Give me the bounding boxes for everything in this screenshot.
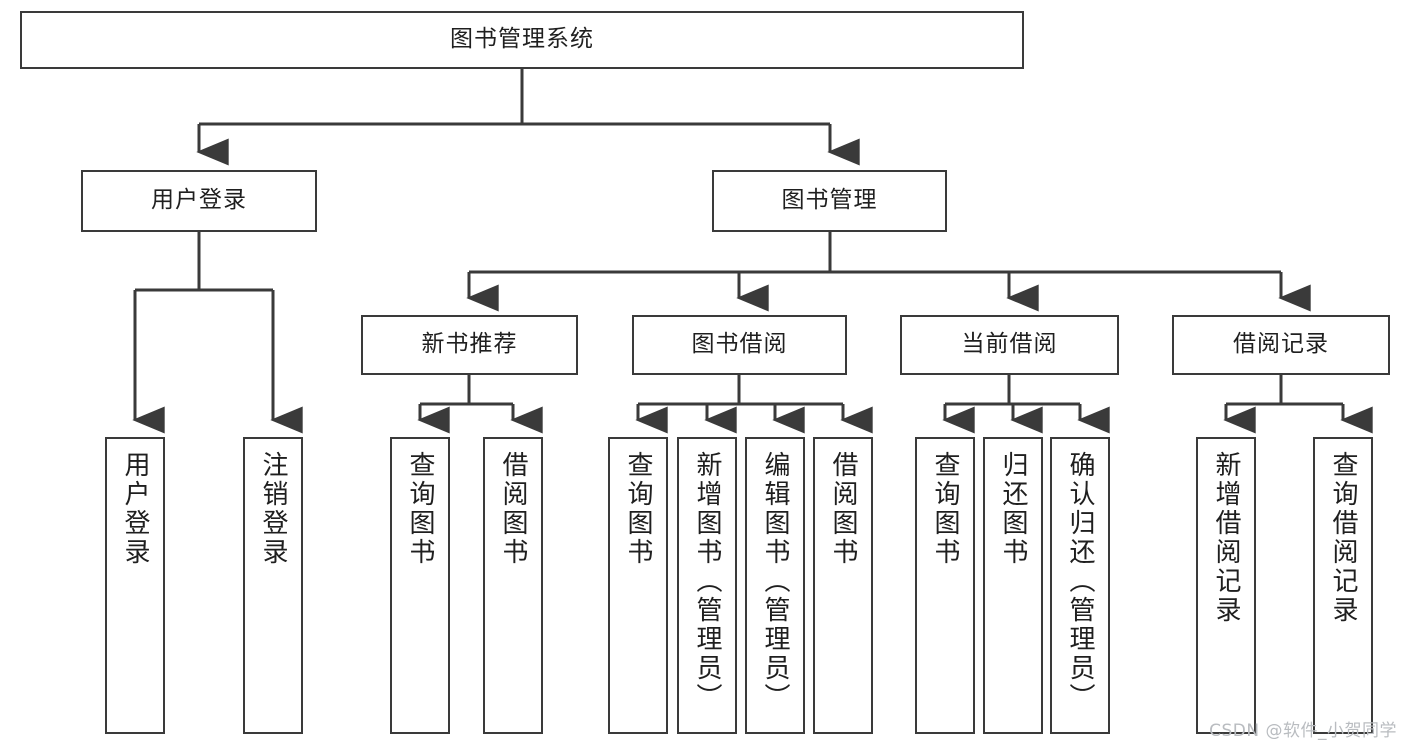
node-label: 图书借阅 bbox=[691, 331, 788, 358]
node-label: 用户登录 bbox=[151, 187, 247, 214]
leaf-book-borrow-borrow-book[interactable]: 借阅图书 bbox=[813, 437, 873, 734]
node-label: 用户登录 bbox=[120, 451, 150, 567]
node-label: 图书管理系统 bbox=[450, 26, 594, 53]
node-label: 借阅记录 bbox=[1233, 331, 1329, 358]
node-label: 新增借阅记录 bbox=[1211, 451, 1241, 625]
node-label: 编辑图书（管理员） bbox=[760, 451, 790, 712]
leaf-current-borrow-return-book[interactable]: 归还图书 bbox=[983, 437, 1043, 734]
leaf-borrow-record-add-record[interactable]: 新增借阅记录 bbox=[1196, 437, 1256, 734]
node-book-borrow[interactable]: 图书借阅 bbox=[632, 315, 847, 375]
node-label: 查询图书 bbox=[405, 451, 435, 567]
node-label: 新书推荐 bbox=[421, 331, 518, 358]
node-label: 归还图书 bbox=[998, 451, 1028, 567]
leaf-new-book-query-book[interactable]: 查询图书 bbox=[390, 437, 450, 734]
node-label: 图书管理 bbox=[781, 187, 878, 214]
leaf-user-login-logout[interactable]: 注销登录 bbox=[243, 437, 303, 734]
node-book-management[interactable]: 图书管理 bbox=[712, 170, 947, 232]
leaf-current-borrow-confirm-return-admin[interactable]: 确认归还（管理员） bbox=[1050, 437, 1110, 734]
leaf-current-borrow-query-book[interactable]: 查询图书 bbox=[915, 437, 975, 734]
node-current-borrow[interactable]: 当前借阅 bbox=[900, 315, 1119, 375]
node-label: 查询借阅记录 bbox=[1328, 451, 1358, 625]
node-label: 注销登录 bbox=[258, 451, 288, 567]
node-new-book-recommend[interactable]: 新书推荐 bbox=[361, 315, 578, 375]
node-label: 确认归还（管理员） bbox=[1065, 451, 1095, 712]
node-label: 查询图书 bbox=[930, 451, 960, 567]
leaf-new-book-borrow-book[interactable]: 借阅图书 bbox=[483, 437, 543, 734]
node-label: 当前借阅 bbox=[961, 331, 1058, 358]
node-label: 查询图书 bbox=[623, 451, 653, 567]
node-label: 借阅图书 bbox=[828, 451, 858, 567]
leaf-book-borrow-edit-book-admin[interactable]: 编辑图书（管理员） bbox=[745, 437, 805, 734]
node-user-login[interactable]: 用户登录 bbox=[81, 170, 317, 232]
leaf-borrow-record-query-record[interactable]: 查询借阅记录 bbox=[1313, 437, 1373, 734]
node-label: 新增图书（管理员） bbox=[692, 451, 722, 712]
leaf-book-borrow-add-book-admin[interactable]: 新增图书（管理员） bbox=[677, 437, 737, 734]
watermark: CSDN @软件_小贺同学 bbox=[1209, 721, 1397, 741]
node-label: 借阅图书 bbox=[498, 451, 528, 567]
node-root-book-management-system[interactable]: 图书管理系统 bbox=[20, 11, 1024, 69]
leaf-user-login-login[interactable]: 用户登录 bbox=[105, 437, 165, 734]
leaf-book-borrow-query-book[interactable]: 查询图书 bbox=[608, 437, 668, 734]
node-borrow-record[interactable]: 借阅记录 bbox=[1172, 315, 1390, 375]
